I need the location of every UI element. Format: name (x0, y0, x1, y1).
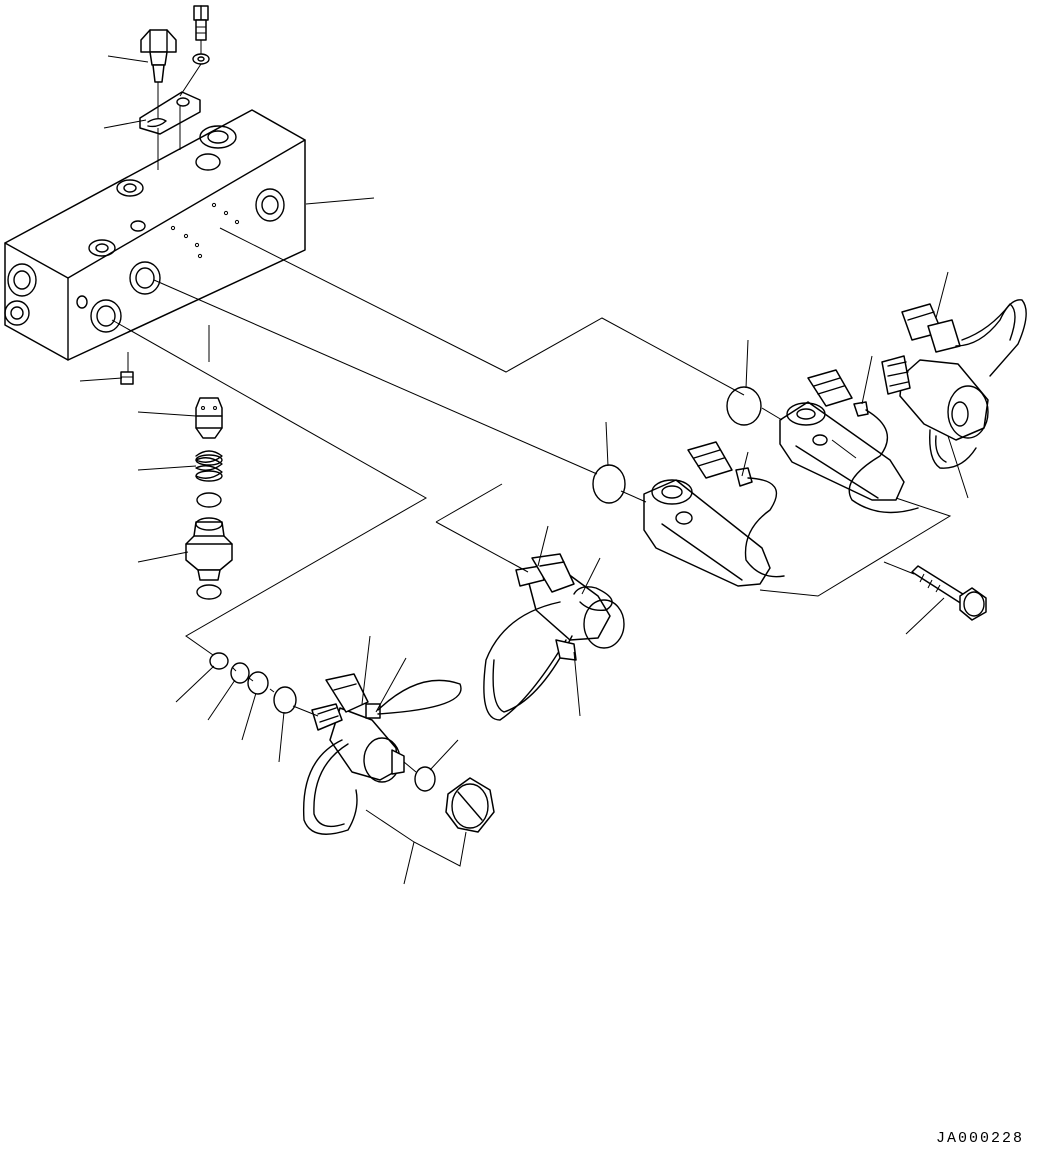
valve-block (5, 110, 305, 360)
washer (193, 54, 209, 64)
drawing-code: JA000228 (935, 1130, 1024, 1147)
o-ring (210, 653, 228, 669)
relief-valve-body (186, 518, 232, 580)
plug-cap (446, 778, 494, 832)
hex-plug (141, 30, 176, 82)
lower-solenoid-valve (304, 674, 461, 834)
upper-right-solenoid (882, 300, 1026, 468)
spring (196, 451, 222, 481)
valve-housing (644, 442, 784, 586)
socket-head-bolt (912, 566, 986, 620)
top-assembly-lines (158, 40, 201, 170)
o-ring (727, 387, 761, 425)
poppet (196, 398, 222, 438)
o-ring (231, 663, 249, 683)
set-screw (121, 372, 133, 384)
o-ring (197, 493, 221, 507)
leader-lines (80, 56, 968, 884)
o-ring (415, 767, 435, 791)
o-ring (248, 672, 268, 694)
o-ring (197, 585, 221, 599)
middle-solenoid-valve (484, 554, 624, 720)
retaining-plate (140, 92, 200, 134)
o-ring (274, 687, 296, 713)
bolt (194, 6, 208, 40)
valve-housing (780, 370, 918, 513)
o-ring (593, 465, 625, 503)
assembly-paths (112, 228, 950, 772)
